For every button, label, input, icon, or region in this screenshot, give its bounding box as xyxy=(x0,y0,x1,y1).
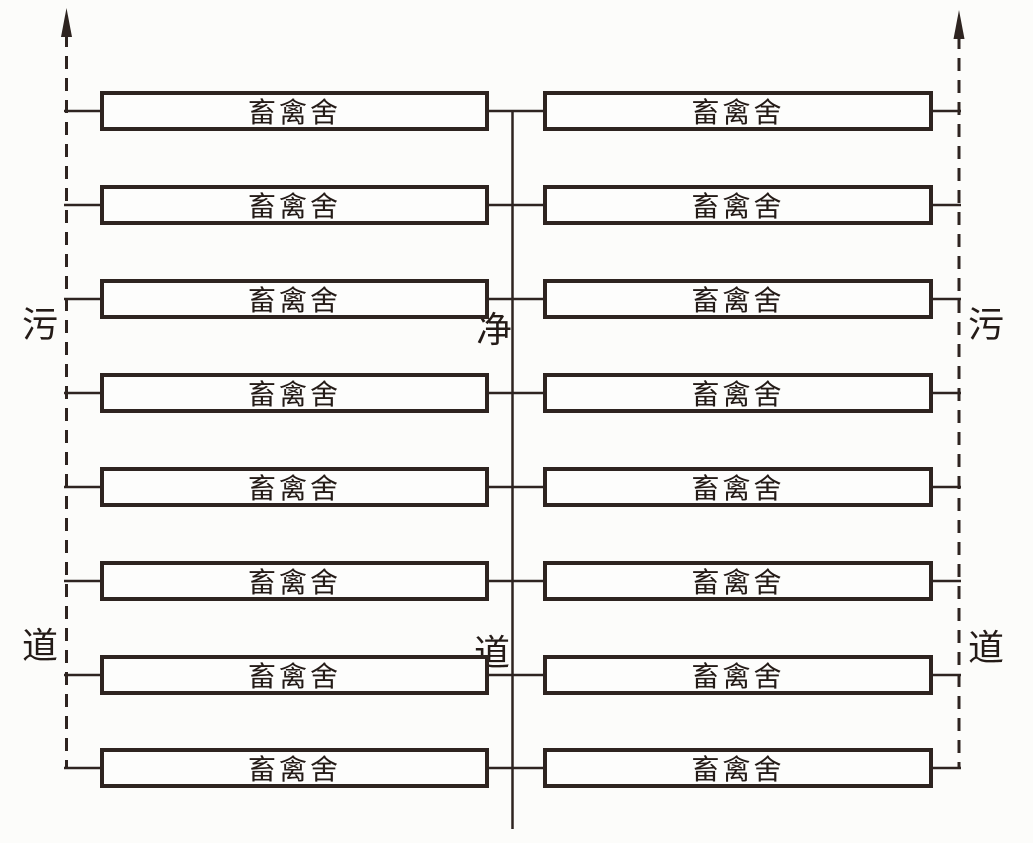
livestock-house-box: 畜禽舍 xyxy=(100,185,489,225)
livestock-house-box: 畜禽舍 xyxy=(543,373,933,413)
livestock-house-box: 畜禽舍 xyxy=(100,467,489,507)
livestock-house-box: 畜禽舍 xyxy=(543,561,933,601)
right-dirty-road-label-top: 污 xyxy=(967,305,1004,346)
left-dirty-road-label-top: 污 xyxy=(21,305,58,346)
arrow-up-icon xyxy=(61,8,72,37)
livestock-house-box: 畜禽舍 xyxy=(100,561,489,601)
livestock-house-box: 畜禽舍 xyxy=(100,655,489,695)
arrow-up-icon xyxy=(953,10,965,39)
livestock-house-box: 畜禽舍 xyxy=(100,91,489,131)
livestock-house-box: 畜禽舍 xyxy=(543,748,933,788)
livestock-house-box: 畜禽舍 xyxy=(543,185,933,225)
left-dirty-road-label-bottom: 道 xyxy=(21,626,58,667)
connector-lines xyxy=(64,109,961,770)
livestock-house-box: 畜禽舍 xyxy=(543,279,933,319)
livestock-house-box: 畜禽舍 xyxy=(543,91,933,131)
livestock-house-box: 畜禽舍 xyxy=(543,655,933,695)
livestock-house-box: 畜禽舍 xyxy=(100,279,489,319)
livestock-house-box: 畜禽舍 xyxy=(543,467,933,507)
livestock-house-box: 畜禽舍 xyxy=(100,373,489,413)
livestock-house-box: 畜禽舍 xyxy=(100,748,489,788)
right-dirty-road-label-bottom: 道 xyxy=(967,628,1004,669)
